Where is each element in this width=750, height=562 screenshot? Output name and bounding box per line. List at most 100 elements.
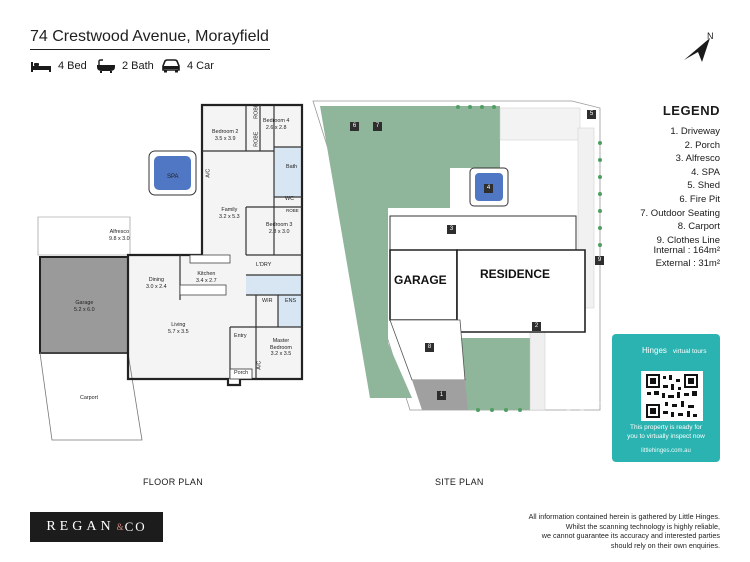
disclaimer: All information contained herein is gath… bbox=[420, 512, 720, 550]
laundry-label: L'DRY bbox=[256, 262, 272, 268]
brand-word: REGAN bbox=[46, 519, 115, 534]
disclaimer-line: All information contained herein is gath… bbox=[528, 512, 720, 521]
hinges-sub: virtual tours bbox=[672, 348, 707, 355]
legend-item: 2. Porch bbox=[684, 139, 720, 151]
marker-9: 9 bbox=[595, 256, 604, 265]
hinges-logo: Hinges virtual tours bbox=[642, 346, 706, 355]
ac-2-label: A/C bbox=[256, 360, 263, 370]
property-address: 74 Crestwood Avenue, Morayfield bbox=[30, 28, 269, 45]
legend-item: 6. Fire Pit bbox=[679, 193, 720, 205]
site-garage-label: GARAGE bbox=[394, 273, 447, 287]
marker-3: 3 bbox=[447, 225, 456, 234]
disclaimer-line: Whilst the scanning technology is highly… bbox=[565, 521, 720, 531]
legend-item: 3. Alfresco bbox=[675, 153, 720, 165]
floor-plan-interior bbox=[128, 105, 302, 379]
wir-label: WIR bbox=[262, 298, 273, 304]
living-name: Living bbox=[171, 322, 186, 328]
site-residence-label: RESIDENCE bbox=[480, 267, 551, 281]
garage-floor bbox=[39, 256, 129, 354]
marker-1: 1 bbox=[437, 391, 446, 400]
floor-plan-caption: FLOOR PLAN bbox=[143, 477, 204, 487]
car-icon bbox=[162, 59, 180, 73]
legend-item: 7. Outdoor Seating bbox=[640, 207, 720, 219]
lawn-south bbox=[460, 338, 530, 410]
feature-cars: 4 Car bbox=[161, 56, 214, 76]
room-dining: Dining 3.0 x 2.4 bbox=[146, 277, 167, 290]
ac-1-label: A/C bbox=[205, 168, 212, 178]
laundry-area bbox=[246, 275, 302, 295]
carport-label: Carport bbox=[80, 395, 98, 401]
qr-line-2: you to virtually inspect now bbox=[627, 432, 705, 440]
porch-label: Porch bbox=[234, 370, 249, 376]
address-underline bbox=[30, 49, 270, 50]
master-name-2: Bedroom bbox=[270, 344, 292, 351]
alfresco-name: Alfresco bbox=[109, 229, 130, 235]
bath-icon bbox=[97, 59, 115, 73]
feature-beds: 4 Bed bbox=[30, 56, 87, 76]
kitchen-name: Kitchen bbox=[197, 271, 216, 277]
qr-code-icon bbox=[646, 374, 698, 418]
north-label: N bbox=[707, 31, 714, 41]
room-bedroom-3: Bedroom 3 2.8 x 3.0 bbox=[266, 222, 292, 235]
room-garage: Garage 5.2 x 6.0 bbox=[74, 300, 95, 313]
room-bedroom-4: Bedroom 4 2.6 x 2.8 bbox=[263, 118, 289, 131]
ensuite-label: ENS bbox=[285, 298, 297, 304]
master-size: 3.2 x 3.5 bbox=[270, 351, 292, 357]
ensuite-area bbox=[278, 295, 302, 327]
master-name: Master bbox=[272, 338, 290, 344]
alfresco-outline bbox=[389, 215, 577, 251]
room-kitchen: Kitchen 3.4 x 2.7 bbox=[196, 271, 217, 284]
robe-1-label: ROBE bbox=[253, 103, 260, 119]
regan-co-logo: REGAN & CO bbox=[30, 512, 163, 542]
alfresco-size: 9.8 x 3.0 bbox=[109, 235, 130, 242]
marker-4: 4 bbox=[484, 184, 493, 193]
bath-label: Bath bbox=[286, 164, 298, 170]
dining-name: Dining bbox=[148, 277, 164, 283]
legend-list: 1. Driveway 2. Porch 3. Alfresco 4. SPA … bbox=[640, 125, 720, 247]
site-plan-drawing bbox=[312, 100, 602, 412]
interior-walls bbox=[179, 105, 302, 379]
room-bedroom-2: Bedroom 2 3.5 x 3.9 bbox=[212, 129, 238, 142]
qr-message: This property is ready for you to virtua… bbox=[614, 424, 718, 441]
dining-size: 3.0 x 2.4 bbox=[146, 283, 167, 290]
spa-water bbox=[154, 156, 191, 190]
marker-2: 2 bbox=[532, 322, 541, 331]
entry-label: Entry bbox=[234, 333, 247, 339]
family-name: Family bbox=[221, 207, 238, 213]
bedroom-2-name: Bedroom 2 bbox=[212, 129, 239, 135]
hinges-brand: Hinges bbox=[642, 346, 667, 355]
bedroom-3-size: 2.8 x 3.0 bbox=[268, 228, 290, 235]
family-size: 3.2 x 5.3 bbox=[219, 213, 240, 220]
living-size: 5.7 x 3.5 bbox=[168, 328, 189, 335]
site-plan-caption: SITE PLAN bbox=[435, 477, 484, 487]
legend-item: 5. Shed bbox=[687, 180, 720, 192]
spa-label-fp: SPA bbox=[167, 174, 179, 180]
garage-size: 5.2 x 6.0 bbox=[74, 306, 95, 313]
disclaimer-line: should rely on their own enquiries. bbox=[610, 540, 720, 550]
lawn-north bbox=[450, 106, 500, 168]
carport-outline bbox=[39, 352, 143, 441]
bath-area bbox=[274, 147, 302, 197]
lawn-west bbox=[320, 106, 450, 398]
bed-icon bbox=[31, 62, 51, 72]
floor-plan-drawing bbox=[37, 103, 304, 441]
robe-3-label: ROBE bbox=[286, 208, 299, 213]
qr-url[interactable]: littlehinges.com.au bbox=[641, 448, 691, 454]
marker-7: 7 bbox=[373, 122, 382, 131]
qr-code[interactable] bbox=[641, 371, 703, 421]
north-arrow-icon bbox=[684, 38, 710, 62]
disclaimer-line: we cannot guarantee its accuracy and int… bbox=[541, 531, 720, 540]
brand-co: CO bbox=[124, 519, 147, 534]
house-footprint bbox=[389, 249, 586, 333]
internal-area: Internal : 164m² bbox=[653, 245, 720, 256]
legend-item: 1. Driveway bbox=[670, 126, 720, 137]
brand-amp: & bbox=[116, 522, 124, 532]
cars-label: 4 Car bbox=[187, 60, 214, 72]
baths-label: 2 Bath bbox=[122, 60, 154, 72]
bedroom-4-name: Bedroom 4 bbox=[263, 118, 290, 124]
wc-label: WC bbox=[285, 196, 294, 202]
kitchen-size: 3.4 x 2.7 bbox=[196, 277, 217, 284]
legend-item: 8. Carport bbox=[677, 221, 720, 233]
legend-item: 4. SPA bbox=[691, 166, 720, 178]
feature-baths: 2 Bath bbox=[96, 56, 154, 76]
